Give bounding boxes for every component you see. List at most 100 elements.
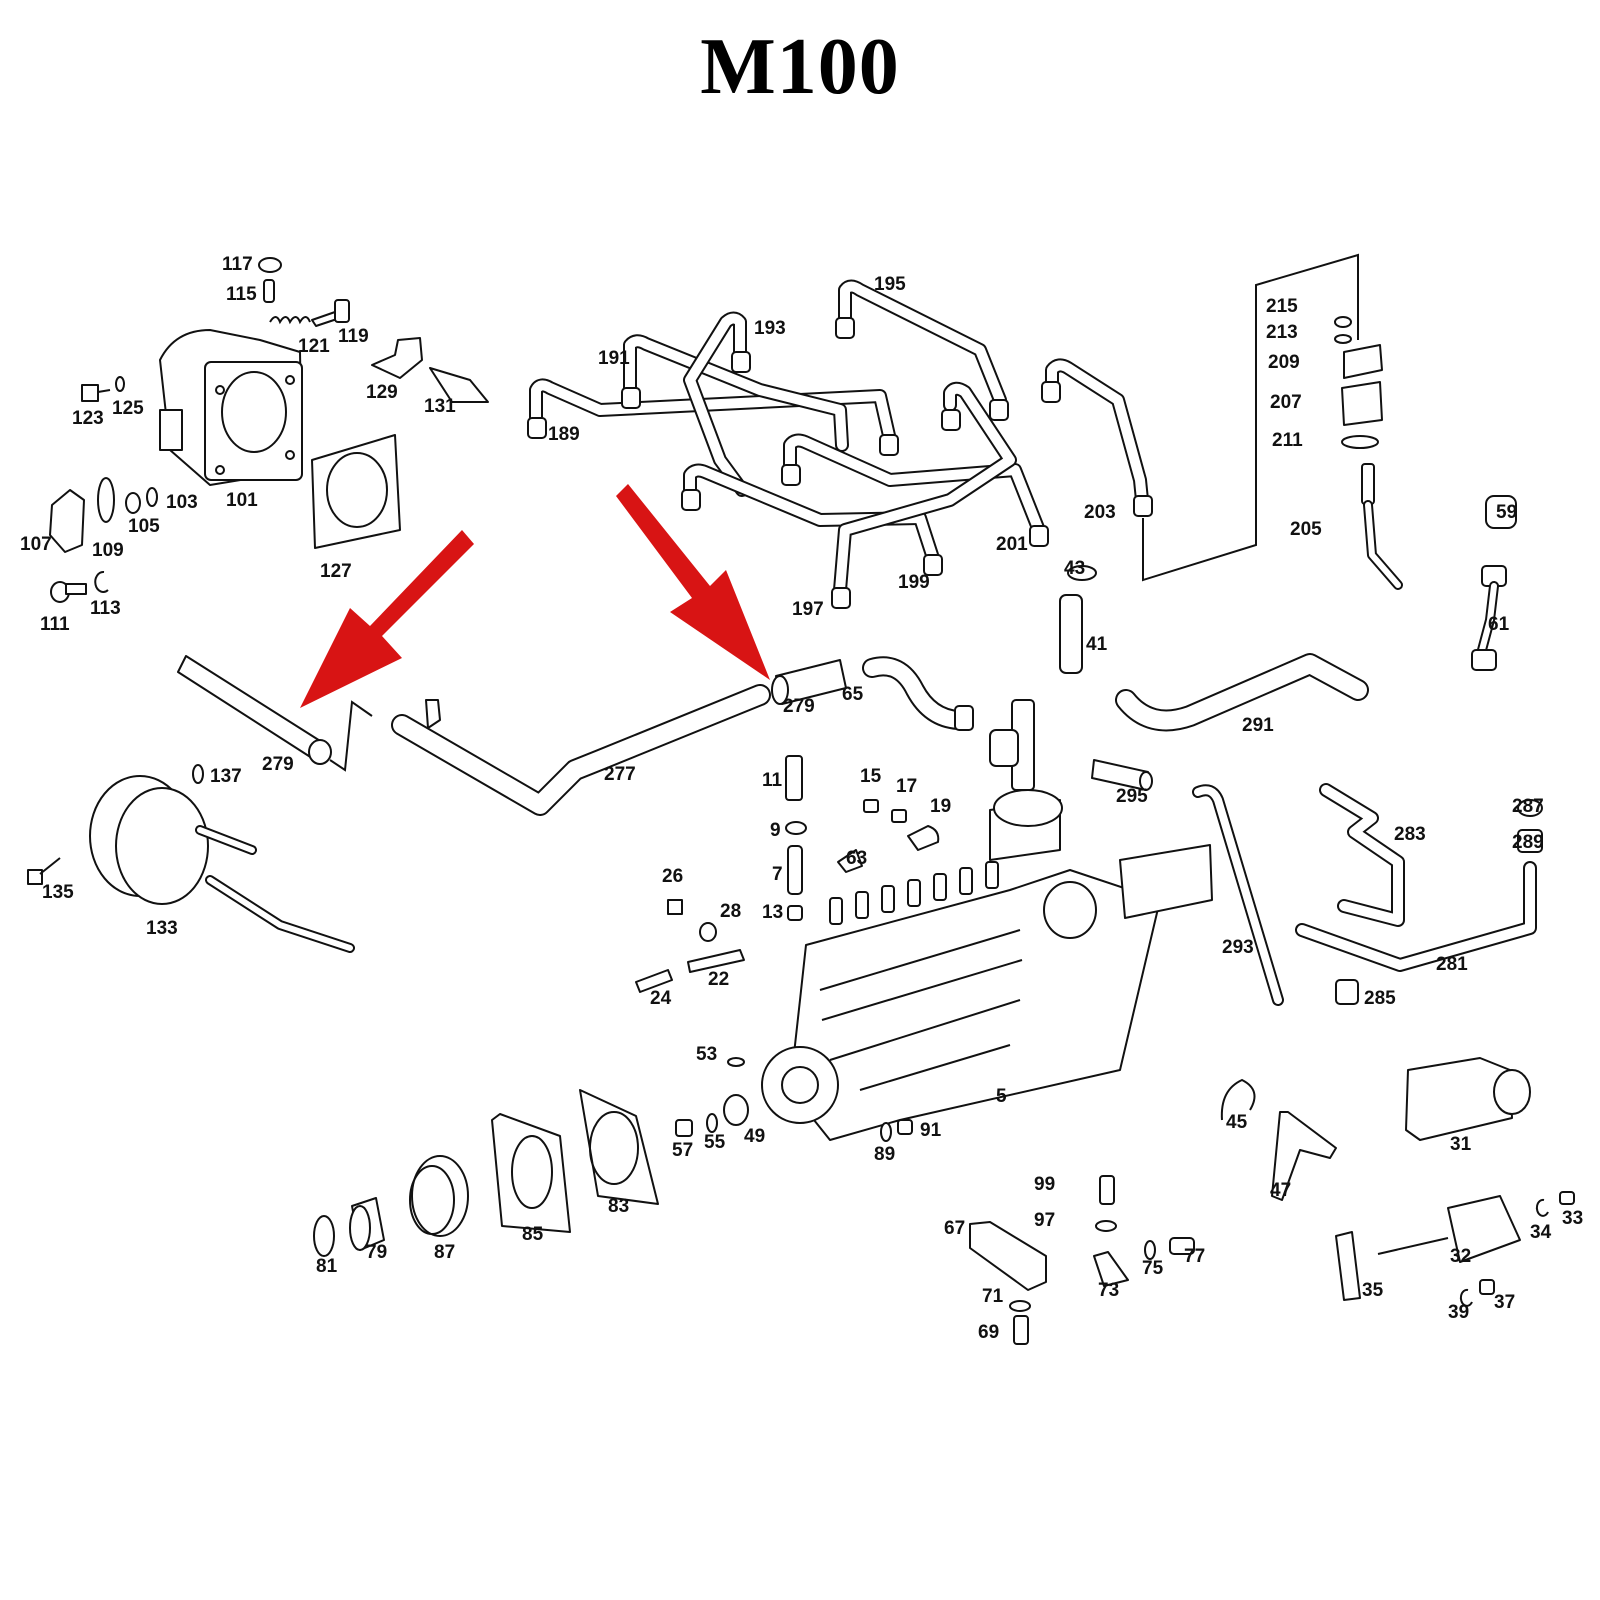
- pipe-205: [1361, 463, 1403, 590]
- hose-65: [862, 656, 974, 731]
- throttle-body-101: [159, 329, 303, 486]
- part-label-129: 129: [366, 382, 398, 403]
- part-label-7: 7: [772, 864, 783, 885]
- part-label-53: 53: [696, 1044, 717, 1065]
- part-label-215: 215: [1266, 296, 1298, 317]
- screw-135: [27, 857, 61, 885]
- part-label-9: 9: [770, 820, 781, 841]
- washer-125: [115, 376, 125, 392]
- nut-285: [1335, 979, 1359, 1005]
- part-label-287: 287: [1512, 796, 1544, 817]
- part-label-69: 69: [978, 1322, 999, 1343]
- sensor-107: [49, 489, 85, 553]
- part-label-99: 99: [1034, 1174, 1055, 1195]
- part-label-103: 103: [166, 492, 198, 513]
- part-label-89: 89: [874, 1144, 895, 1165]
- part-label-63: 63: [846, 848, 867, 869]
- part-label-109: 109: [92, 540, 124, 561]
- pipe-281: [1295, 861, 1537, 972]
- pipe-277: [391, 684, 771, 816]
- hose-279-left: [177, 655, 332, 765]
- red-arrow-right: [616, 484, 770, 680]
- leader-line-203-215: [1142, 253, 1359, 582]
- part-label-105: 105: [128, 516, 160, 537]
- part-label-285: 285: [1364, 988, 1396, 1009]
- pipe-293: [1192, 784, 1284, 1006]
- part-label-135: 135: [42, 882, 74, 903]
- part-label-35: 35: [1362, 1280, 1384, 1301]
- cap-287: [1517, 799, 1543, 817]
- part-label-199: 199: [898, 572, 930, 593]
- part-label-127: 127: [320, 561, 352, 582]
- coupling-parts: [313, 1089, 659, 1257]
- line-nuts: [527, 317, 1153, 609]
- part-label-67: 67: [944, 1218, 965, 1239]
- part-label-13: 13: [762, 902, 783, 923]
- clip-113: [94, 570, 109, 593]
- part-label-203: 203: [1084, 502, 1116, 523]
- part-label-289: 289: [1512, 832, 1544, 853]
- part-label-34: 34: [1530, 1222, 1552, 1243]
- hose-279-right: [771, 659, 847, 705]
- spring-131: [429, 367, 489, 403]
- part-label-283: 283: [1394, 824, 1426, 845]
- part-label-33: 33: [1562, 1208, 1583, 1229]
- part-label-22: 22: [708, 969, 729, 990]
- gasket-127: [311, 434, 401, 549]
- part-label-75: 75: [1142, 1258, 1164, 1279]
- part-label-295: 295: [1116, 786, 1148, 807]
- ring-105: [125, 492, 141, 514]
- nut-117: [258, 257, 282, 273]
- part-label-45: 45: [1226, 1112, 1248, 1133]
- tube-41: [1059, 594, 1083, 674]
- part-label-213: 213: [1266, 322, 1298, 343]
- part-label-119: 119: [338, 326, 369, 347]
- part-label-26: 26: [662, 866, 683, 887]
- break-line: [329, 700, 373, 772]
- part-label-115: 115: [226, 284, 257, 305]
- part-label-11: 11: [762, 770, 783, 791]
- red-arrow-left: [300, 530, 474, 708]
- injection-lines-189-203: [529, 279, 1149, 597]
- part-label-37: 37: [1494, 1292, 1515, 1313]
- bracket-129: [371, 337, 423, 379]
- part-label-281: 281: [1436, 954, 1468, 975]
- part-label-211: 211: [1272, 430, 1303, 451]
- part-label-201: 201: [996, 534, 1028, 555]
- part-label-209: 209: [1268, 352, 1300, 373]
- bolt-123: [81, 384, 111, 402]
- part-label-125: 125: [112, 398, 144, 419]
- part-label-279: 279: [783, 696, 815, 717]
- part-label-15: 15: [860, 766, 882, 787]
- part-label-49: 49: [744, 1126, 765, 1147]
- part-label-197: 197: [792, 599, 824, 620]
- part-label-277: 277: [604, 764, 636, 785]
- plug-289: [1517, 829, 1543, 853]
- part-label-87: 87: [434, 1242, 455, 1263]
- lower-right-parts: [969, 1057, 1575, 1345]
- part-label-113: 113: [90, 598, 121, 619]
- part-label-47: 47: [1270, 1180, 1291, 1201]
- intake-133: [89, 775, 355, 953]
- part-label-205: 205: [1290, 519, 1322, 540]
- part-label-97: 97: [1034, 1210, 1055, 1231]
- seal-43: [1067, 565, 1097, 581]
- part-label-133: 133: [146, 918, 178, 939]
- part-label-61: 61: [1488, 614, 1510, 635]
- part-label-101: 101: [226, 490, 258, 511]
- part-label-59: 59: [1496, 502, 1517, 523]
- diagram-title: M100: [700, 23, 900, 111]
- part-label-193: 193: [754, 318, 786, 339]
- hose-291: [1115, 653, 1369, 732]
- part-label-73: 73: [1098, 1280, 1119, 1301]
- part-label-17: 17: [896, 776, 917, 797]
- part-label-137: 137: [210, 766, 242, 787]
- part-label-189: 189: [548, 424, 580, 445]
- part-label-41: 41: [1086, 634, 1108, 655]
- gasket-109: [97, 477, 115, 523]
- spring-115: [263, 279, 275, 303]
- part-label-123: 123: [72, 408, 104, 429]
- part-label-107: 107: [20, 534, 52, 555]
